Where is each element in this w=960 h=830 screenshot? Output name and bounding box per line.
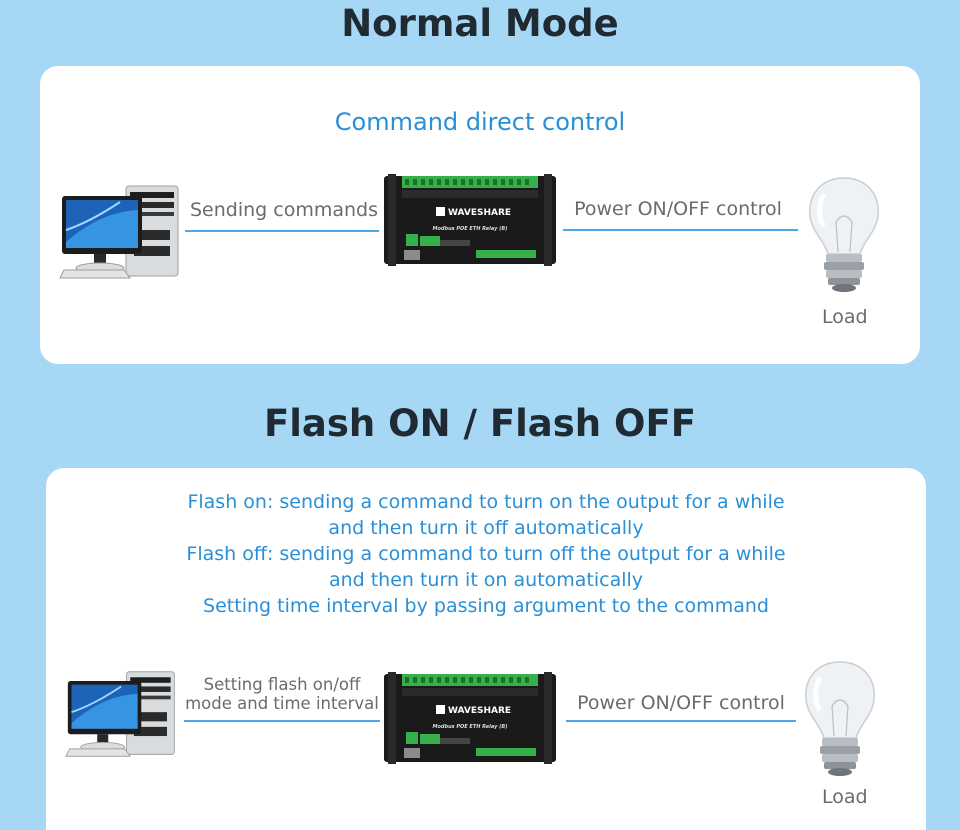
flash-description: Flash on: sending a command to turn on t… bbox=[46, 489, 926, 619]
normal-mode-card: Command direct control Sending commands bbox=[40, 66, 920, 364]
left-connector-line bbox=[185, 230, 379, 232]
flash-settings-label-line: Setting flash on/off bbox=[203, 675, 361, 694]
right-connector-line bbox=[566, 720, 796, 722]
flash-mode-title: Flash ON / Flash OFF bbox=[263, 402, 697, 445]
light-bulb-icon bbox=[805, 661, 875, 776]
relay-device-icon: WAVESHARE Modbus POE ETH Relay (B) bbox=[384, 672, 556, 764]
power-onoff-label: Power ON/OFF control bbox=[574, 198, 782, 220]
flash-settings-label-line: mode and time interval bbox=[185, 694, 379, 713]
computer-icon bbox=[65, 671, 175, 757]
sending-commands-label: Sending commands bbox=[190, 199, 379, 221]
device-brand-text: WAVESHARE bbox=[448, 208, 511, 218]
light-bulb-icon bbox=[809, 177, 879, 292]
load-label: Load bbox=[822, 786, 868, 808]
normal-mode-heading: Command direct control bbox=[334, 108, 626, 136]
device-model-text: Modbus POE ETH Relay (B) bbox=[433, 724, 508, 730]
flash-settings-label: Setting flash on/off mode and time inter… bbox=[184, 675, 380, 713]
desc-line: and then turn it on automatically bbox=[328, 569, 644, 591]
device-model-text: Modbus POE ETH Relay (B) bbox=[433, 226, 508, 232]
desc-line: Flash off: sending a command to turn off… bbox=[186, 543, 786, 565]
computer-icon bbox=[59, 185, 179, 279]
right-connector-line bbox=[563, 229, 798, 231]
device-brand-text: WAVESHARE bbox=[448, 706, 511, 716]
relay-device-icon: WAVESHARE Modbus POE ETH Relay (B) bbox=[384, 174, 556, 266]
load-label: Load bbox=[822, 306, 868, 328]
desc-line: Setting time interval by passing argumen… bbox=[203, 595, 769, 617]
desc-line: and then turn it off automatically bbox=[328, 517, 644, 539]
desc-line: Flash on: sending a command to turn on t… bbox=[187, 491, 785, 513]
normal-mode-title: Normal Mode bbox=[341, 2, 619, 45]
left-connector-line bbox=[184, 720, 380, 722]
flash-mode-card: Flash on: sending a command to turn on t… bbox=[46, 468, 926, 830]
power-onoff-label: Power ON/OFF control bbox=[577, 692, 785, 714]
